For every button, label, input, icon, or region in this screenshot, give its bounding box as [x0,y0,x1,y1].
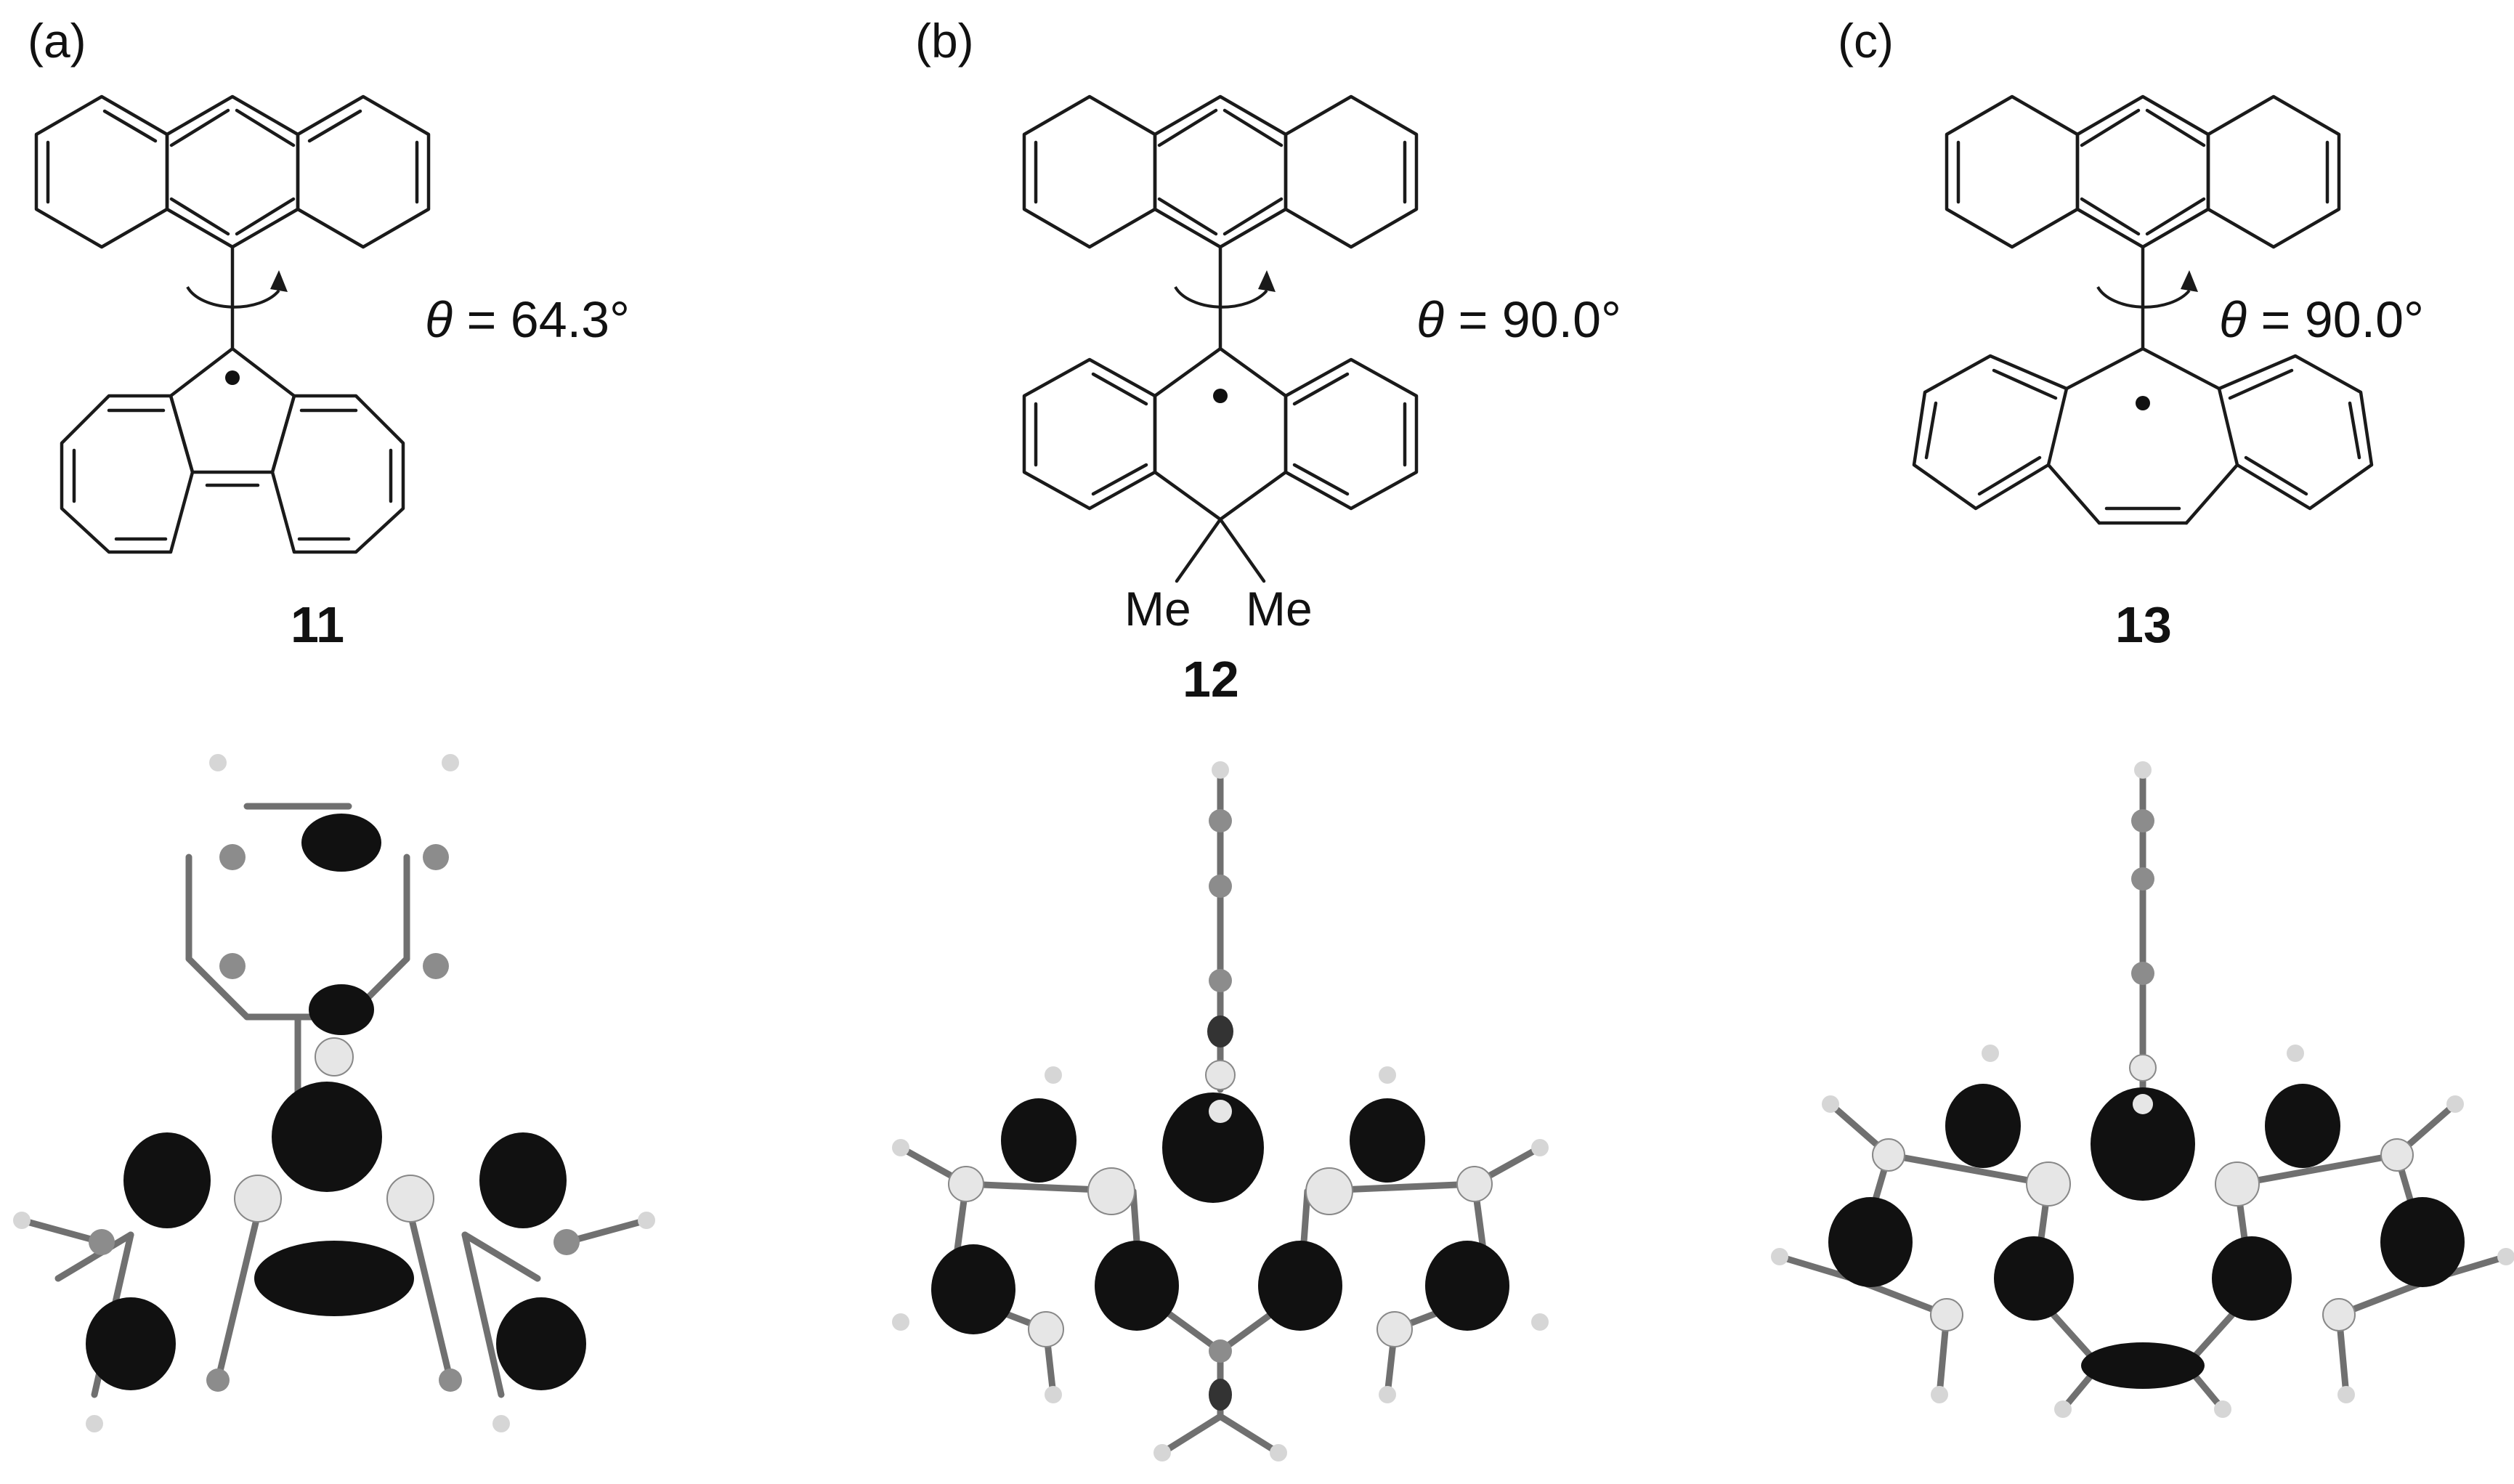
spin-density-model-11 [13,754,655,1432]
theta-value: = 90.0° [2260,291,2424,348]
compound-number-13: 13 [2115,596,2172,653]
theta-angle-a: θ = 64.3° [425,291,630,349]
structure-11 [34,94,431,554]
theta-angle-c: θ = 90.0° [2219,291,2424,349]
spin-density-model-13 [1771,761,2514,1418]
theta-value: = 64.3° [466,291,630,348]
panel-a: (a) θ = 64.3° [0,0,835,1484]
panel-label-b: (b) [915,14,974,68]
structure-13 [1912,94,2374,525]
theta-symbol: θ [425,291,453,348]
spin-density-model-12 [892,761,1549,1461]
theta-angle-b: θ = 90.0° [1416,291,1621,349]
panel-label-a: (a) [28,14,86,68]
methyl-label-right: Me [1246,582,1313,636]
panel-label-c: (c) [1838,14,1894,68]
theta-symbol: θ [2219,291,2247,348]
compound-number-11: 11 [291,596,344,653]
compound-number-12: 12 [1183,651,1239,707]
theta-value: = 90.0° [1458,291,1621,348]
panel-b: (b) θ = 90.0° Me Me 12 [835,0,1671,1484]
theta-symbol: θ [1416,291,1444,348]
panel-c: (c) θ = 90.0° 13 [1671,0,2514,1484]
structure-12 [1022,94,1419,583]
methyl-label-left: Me [1124,582,1191,636]
